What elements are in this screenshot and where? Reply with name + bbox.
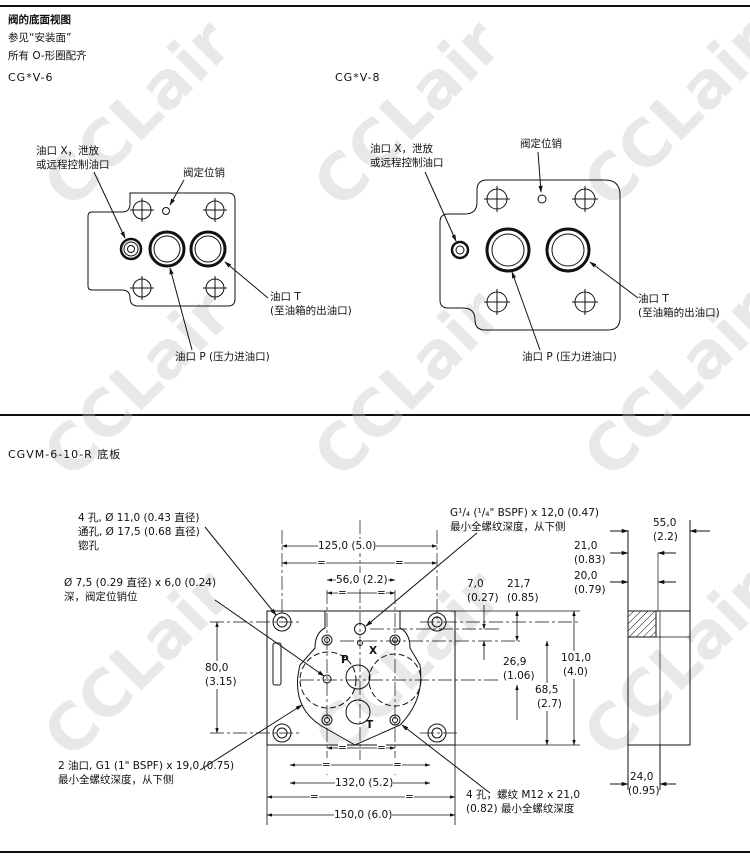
middle-rule — [0, 414, 750, 416]
dim-21-7: 21,7 — [507, 578, 531, 590]
dim-7: (0.27) — [467, 592, 499, 604]
cgv6-model: CG*V-6 — [8, 71, 54, 84]
port-x-label: 油口 X，泄放 — [36, 145, 100, 157]
section-subtitle: 参见“安装面” — [8, 32, 72, 44]
port-x-label: 油口 X，泄放 — [370, 143, 434, 155]
section-title: 阀的底面视图 — [8, 14, 71, 26]
cgv8-model: CG*V-8 — [335, 71, 381, 84]
subplate-title: CGVM-6-10-R 底板 — [8, 448, 122, 461]
port-p-label: 油口 P (压力进油口) — [522, 351, 617, 363]
dim-7: 7,0 — [467, 578, 484, 590]
dim-80: (3.15) — [205, 675, 237, 689]
top-rule — [0, 5, 750, 7]
port-p-label: 油口 P (压力进油口) — [175, 351, 270, 363]
note-m12: (0.82) 最小全螺纹深度 — [466, 803, 575, 815]
port-t-label: 油口 T — [638, 293, 669, 305]
dim-55: (2.2) — [653, 531, 678, 543]
dim-101: (4.0) — [563, 665, 588, 679]
dim-132: 132,0 (5.2) — [335, 776, 394, 790]
port-p-marker: P — [341, 654, 349, 666]
dim-21-7: (0.85) — [507, 592, 539, 604]
dim-equal: = — [405, 790, 414, 804]
port-x-label: 或远程控制油口 — [370, 157, 444, 169]
dim-56: 56,0 (2.2) — [336, 573, 388, 587]
dim-20: (0.79) — [574, 584, 606, 596]
port-x-marker: X — [369, 645, 378, 657]
dim-26-9: (1.06) — [503, 670, 535, 682]
dim-24: 24,0 — [630, 771, 654, 783]
note-m12: 4 孔，螺纹 M12 x 21,0 — [466, 789, 581, 801]
dim-68-5: 68,5 — [535, 683, 559, 697]
dim-equal: = — [322, 758, 331, 772]
note-holes: 4 孔, Ø 11,0 (0.43 直径) — [78, 512, 200, 524]
dim-21: 21,0 — [574, 540, 598, 552]
dim-20: 20,0 — [574, 570, 598, 582]
port-t-label: (至油箱的出油口) — [638, 307, 720, 319]
bolt-hole — [484, 186, 598, 315]
dim-26-9: 26,9 — [503, 656, 527, 668]
port-x-label: 或远程控制油口 — [36, 159, 110, 171]
dim-equal: = — [338, 741, 347, 755]
dim-68-5: (2.7) — [537, 697, 562, 711]
dim-125: 125,0 (5.0) — [318, 539, 377, 553]
cgv6-drawing — [87, 171, 269, 351]
note-ports: 最小全螺纹深度，从下侧 — [58, 774, 174, 786]
note-g14: G¹/₄ (¹/₄" BSPF) x 12,0 (0.47) — [450, 507, 599, 519]
subplate-side-view — [610, 520, 710, 790]
note-pin: 深，阀定位销位 — [64, 591, 138, 603]
port-t-label: 油口 T — [270, 291, 301, 303]
dim-21: (0.83) — [574, 554, 606, 566]
pin-label: 阀定位销 — [183, 167, 225, 179]
dim-80: 80,0 — [205, 661, 229, 675]
port-t-label: (至油箱的出油口) — [270, 305, 352, 317]
note-g14: 最小全螺纹深度，从下侧 — [450, 521, 566, 533]
dim-24: (0.95) — [628, 785, 660, 797]
dim-equal: = — [338, 586, 347, 600]
note-holes: 锪孔 — [78, 540, 99, 552]
dim-equal: = — [310, 790, 319, 804]
dim-55: 55,0 — [653, 517, 677, 529]
section-note: 所有 O-形圈配齐 — [8, 50, 87, 62]
note-holes: 通孔, Ø 17,5 (0.68 直径) — [78, 526, 200, 538]
dim-equal: = — [395, 556, 404, 570]
dim-equal: = — [377, 741, 386, 755]
dim-101: 101,0 — [561, 651, 592, 665]
cgv8-drawing — [424, 151, 639, 351]
dim-150: 150,0 (6.0) — [334, 808, 393, 822]
note-ports: 2 油口, G1 (1" BSPF) x 19,0 (0.75) — [58, 760, 235, 772]
bolt-hole — [130, 198, 227, 300]
note-pin: Ø 7,5 (0.29 直径) x 6,0 (0.24) — [64, 577, 217, 589]
dim-equal: = — [393, 758, 402, 772]
dim-equal: = — [377, 586, 386, 600]
dim-equal: = — [317, 556, 326, 570]
port-t-marker: T — [366, 719, 374, 731]
bottom-rule — [0, 851, 750, 853]
pin-label: 阀定位销 — [520, 138, 562, 150]
counterbored-hole — [272, 612, 447, 743]
